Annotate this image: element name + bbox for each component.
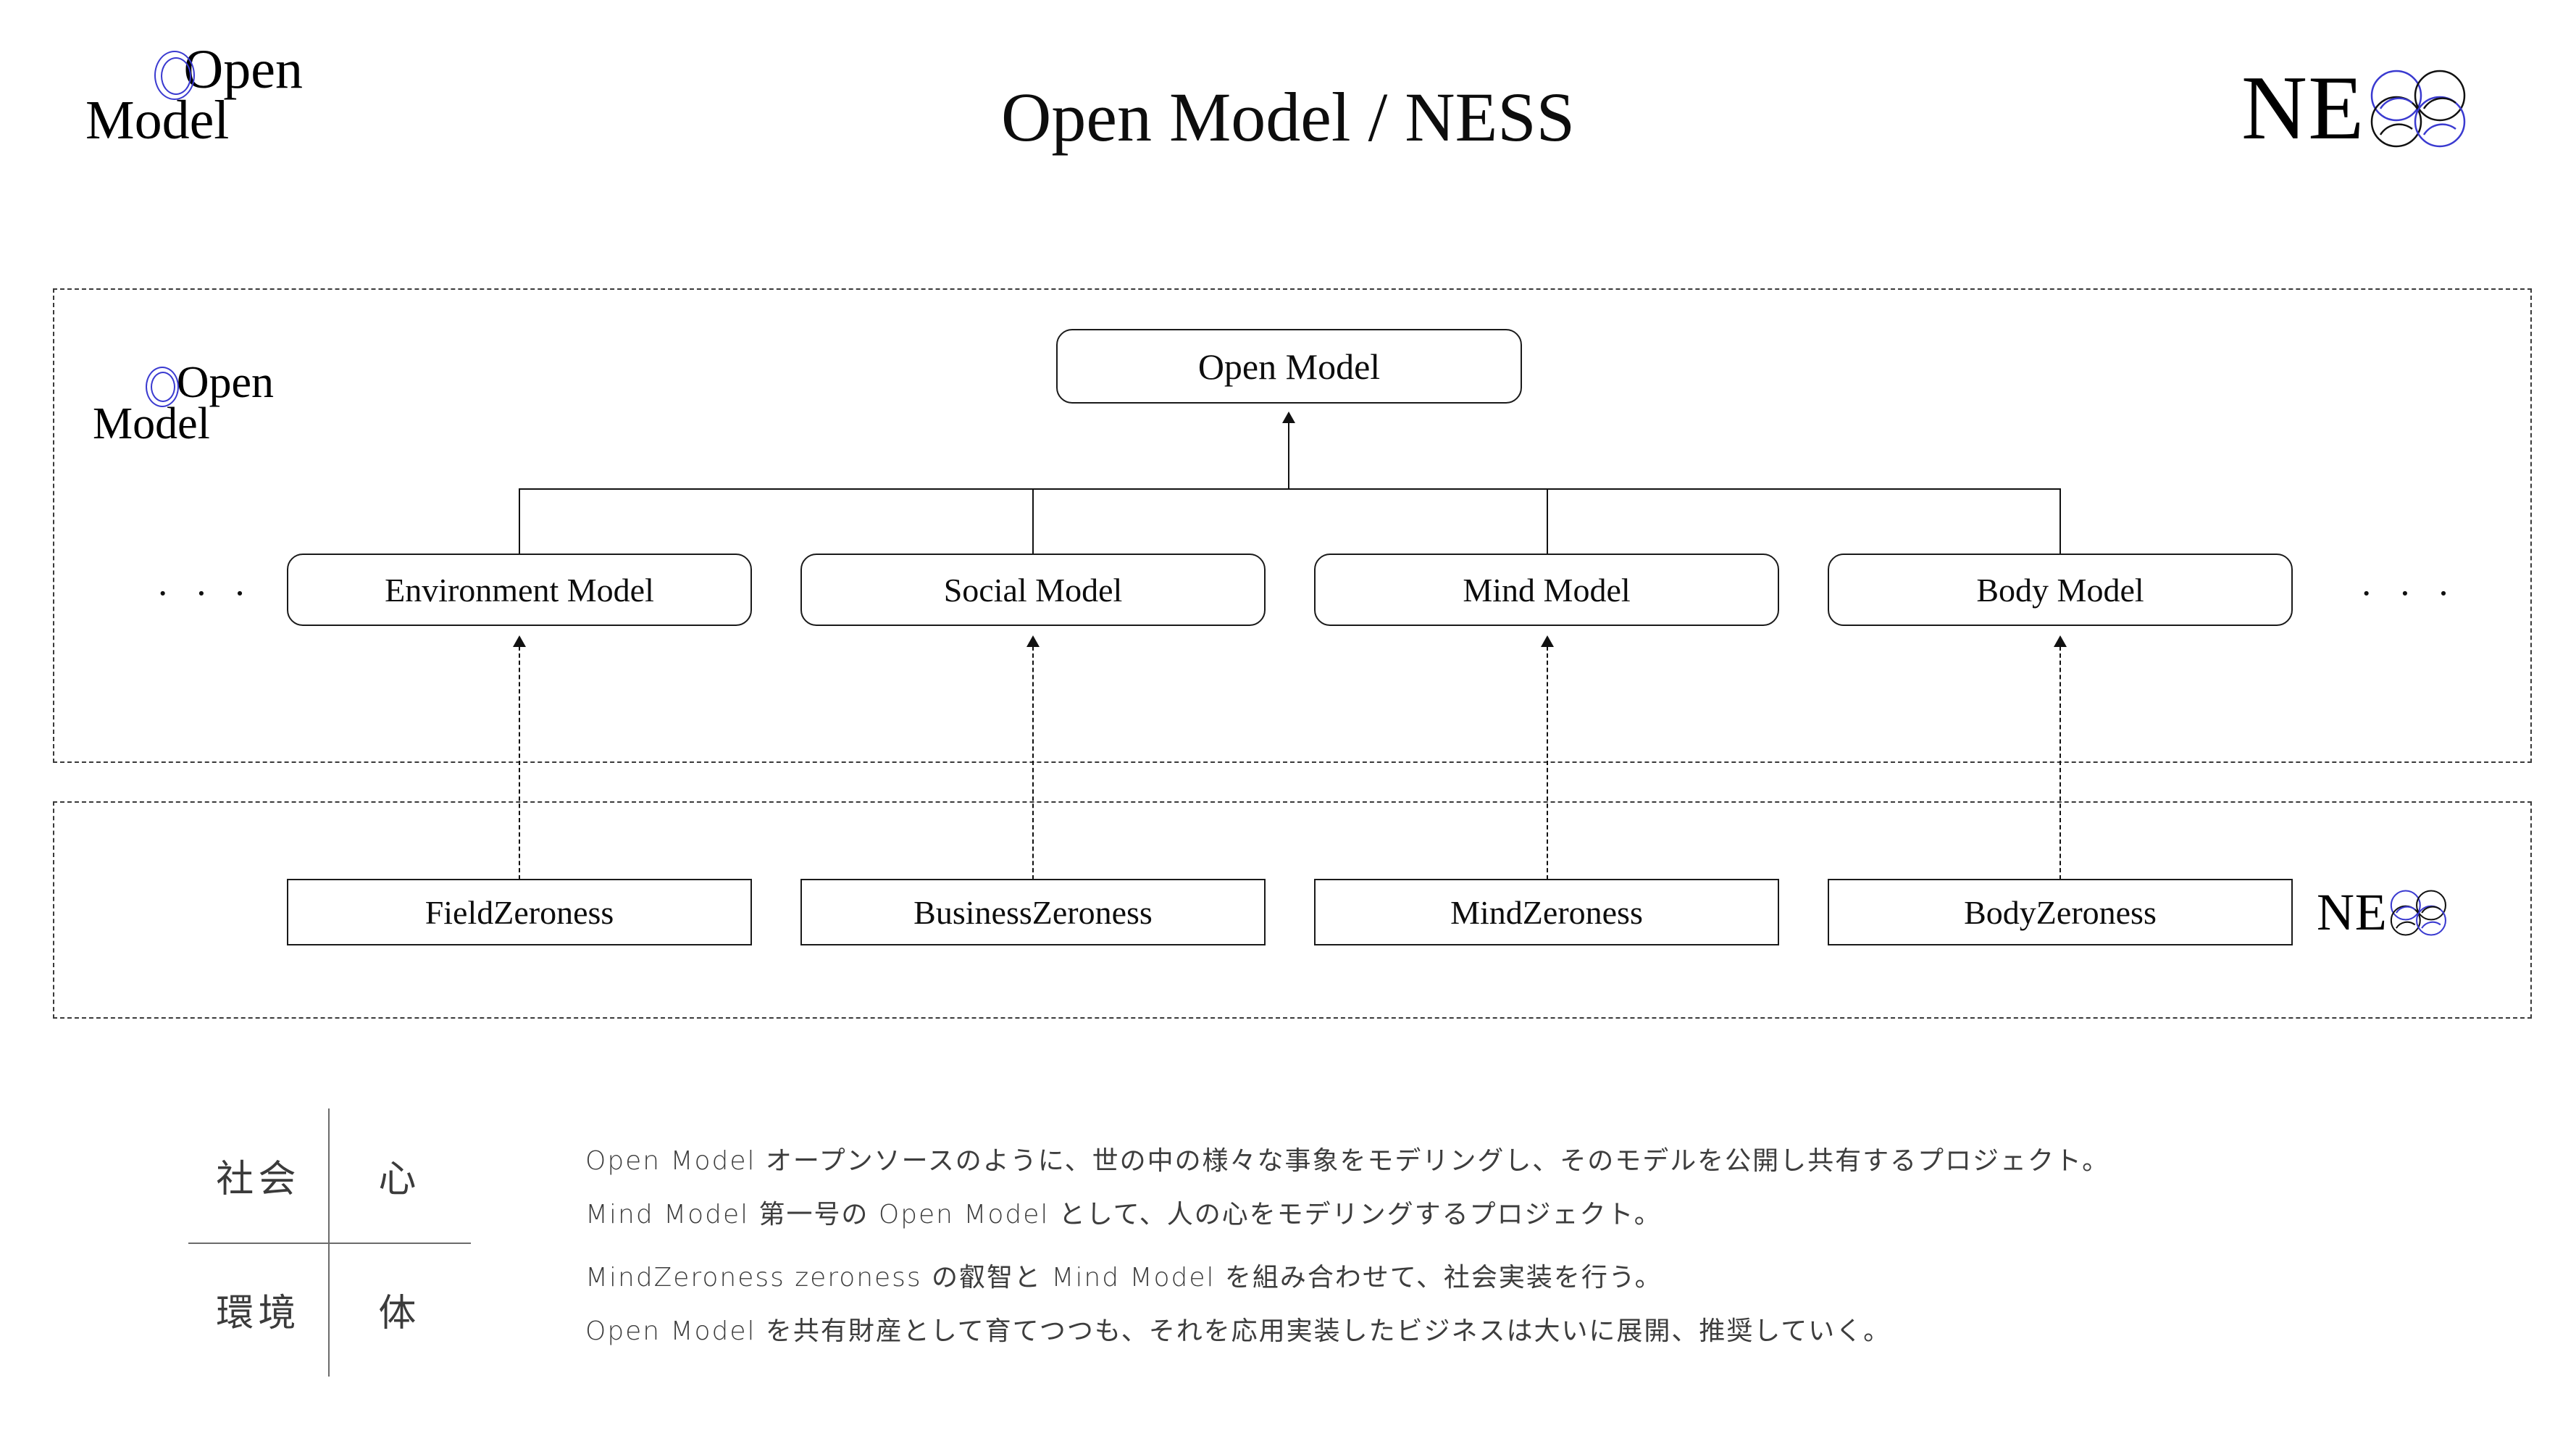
quadrant-cell-society-label: 社会 [216, 1158, 301, 1201]
quadrant-cell-body-label: 体 [378, 1292, 421, 1335]
quadrant-cell-body: 体 [328, 1253, 471, 1366]
connector-bus [519, 488, 2059, 490]
node-mind-zeroness-label: MindZeroness [1450, 893, 1643, 931]
node-body-zeroness[interactable]: BodyZeroness [1828, 879, 2293, 945]
ellipsis-left: · · · [156, 573, 255, 614]
connector-drop-social [1032, 488, 1034, 554]
arrow-head-body [2054, 635, 2067, 647]
node-business-zeroness-label: BusinessZeroness [913, 893, 1153, 931]
node-mind-model[interactable]: Mind Model [1314, 554, 1779, 626]
quadrant-cell-mind: 心 [328, 1119, 471, 1232]
dashed-arrow-business-to-social [1032, 646, 1034, 880]
page-title: Open Model / NESS [1001, 78, 1575, 156]
arrow-head-social [1026, 635, 1040, 647]
connector-drop-environment [519, 488, 520, 554]
dashed-arrow-field-to-environment [519, 646, 520, 880]
quadrant-table: 社会 心 環境 体 [188, 1108, 471, 1377]
node-social-model[interactable]: Social Model [800, 554, 1266, 626]
model-group-container [53, 288, 2532, 763]
description-line: MindZeroness zeroness の叡智と Mind Model を組… [585, 1263, 1663, 1293]
node-field-zeroness[interactable]: FieldZeroness [287, 879, 752, 945]
zeroness-group-logo: NE [2317, 882, 2451, 943]
dashed-arrow-bodyzeroness-to-body [2059, 646, 2061, 880]
zeroness-group-container [53, 801, 2532, 1019]
zeroness-ness-mark-svg [2391, 889, 2447, 936]
zeroness-ness-mark-icon [2387, 887, 2451, 939]
ness-mark-icon [2364, 65, 2473, 152]
description-block-open-model: Open Model オープンソースのように、世の中の様々な事象をモデリングし、… [585, 1135, 2109, 1242]
arrow-head-root [1282, 412, 1295, 423]
node-body-model-label: Body Model [1976, 571, 2144, 609]
description-line: Open Model オープンソースのように、世の中の様々な事象をモデリングし、… [585, 1146, 2110, 1176]
model-group-logo-line2: Model [93, 399, 210, 449]
connector-root-stem [1288, 422, 1289, 490]
brand-logo-open-model: Open Model [85, 39, 303, 151]
quadrant-cell-mind-label: 心 [378, 1158, 421, 1201]
node-body-zeroness-label: BodyZeroness [1964, 893, 2157, 931]
connector-drop-mind [1547, 488, 1548, 554]
model-group-logo: Open Model [93, 358, 274, 449]
model-group-logo-line1: Open [176, 358, 274, 407]
quadrant-cell-society: 社会 [188, 1119, 328, 1232]
node-body-model[interactable]: Body Model [1828, 554, 2293, 626]
brand-logo-ness: NE [2241, 57, 2473, 161]
node-social-model-label: Social Model [943, 571, 1123, 609]
arrow-head-mind [1541, 635, 1554, 647]
description-block-zeroness: MindZeroness zeroness の叡智と Mind Model を組… [585, 1251, 1891, 1358]
brand-logo-line1: Open [183, 39, 303, 100]
node-open-model[interactable]: Open Model [1056, 329, 1522, 404]
ness-letters: NE [2241, 58, 2365, 159]
quadrant-cell-environment: 環境 [188, 1253, 328, 1366]
brand-logo-line2: Model [85, 89, 230, 151]
node-open-model-label: Open Model [1197, 346, 1381, 387]
node-environment-model-label: Environment Model [385, 571, 654, 609]
ness-mark-svg [2371, 70, 2466, 148]
connector-drop-body [2059, 488, 2061, 554]
ellipsis-right: · · · [2360, 573, 2459, 614]
description-line: Mind Model 第一号の Open Model として、人の心をモデリング… [585, 1200, 1662, 1229]
arrow-head-environment [513, 635, 526, 647]
quadrant-cell-environment-label: 環境 [216, 1292, 301, 1335]
quadrant-horizontal-divider [188, 1243, 471, 1244]
node-field-zeroness-label: FieldZeroness [425, 893, 614, 931]
dashed-arrow-mindzeroness-to-mind [1547, 646, 1548, 880]
description-line: Open Model を共有財産として育てつつも、それを応用実装したビジネスは大… [585, 1316, 1891, 1346]
node-mind-model-label: Mind Model [1463, 571, 1631, 609]
node-mind-zeroness[interactable]: MindZeroness [1314, 879, 1779, 945]
node-business-zeroness[interactable]: BusinessZeroness [800, 879, 1266, 945]
zeroness-ness-letters: NE [2317, 883, 2388, 941]
node-environment-model[interactable]: Environment Model [287, 554, 752, 626]
